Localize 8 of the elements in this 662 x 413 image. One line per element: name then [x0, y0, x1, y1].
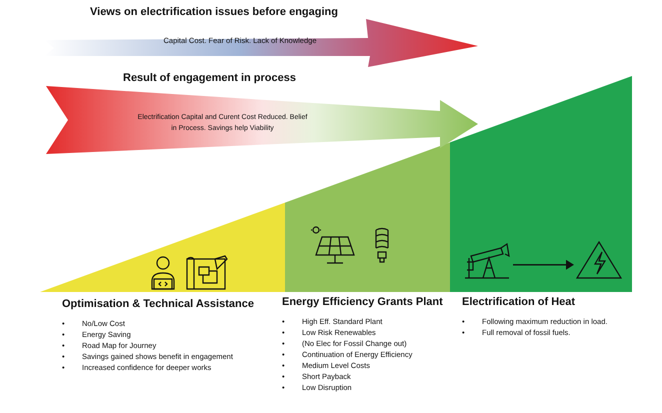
section-heading: Energy Efficiency Grants Plant	[282, 296, 444, 308]
arrow-heading: Result of engagement in process	[123, 72, 296, 84]
arrow	[513, 260, 574, 270]
pumpjack-icon	[463, 240, 511, 280]
section-heading: Electrification of Heat	[462, 296, 576, 308]
arrow-heading: Views on electrification issues before engaging	[90, 6, 338, 18]
high-voltage-icon	[575, 240, 623, 280]
section-heading: Optimisation & Technical Assistance	[62, 298, 255, 310]
